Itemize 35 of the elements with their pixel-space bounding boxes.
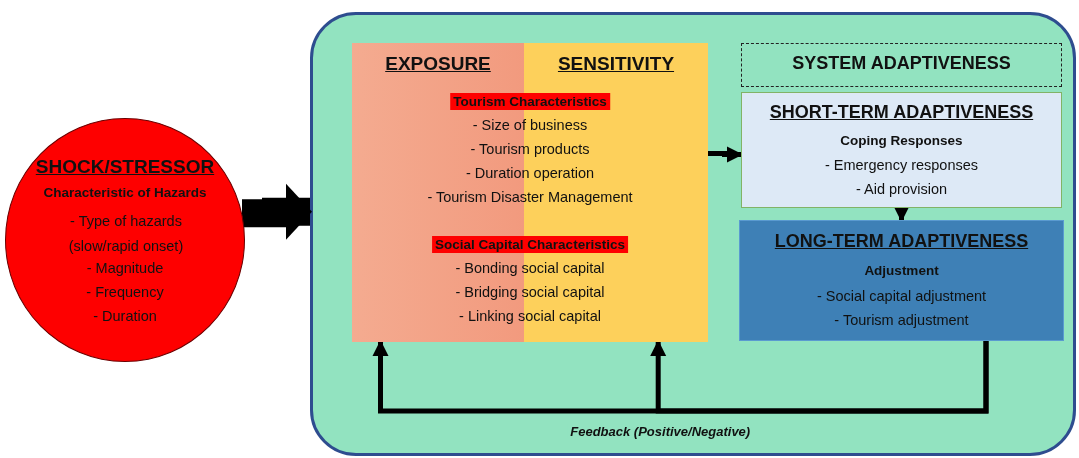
heading: LONG-TERM ADAPTIVENESS	[773, 231, 1030, 252]
heading: EXPOSURE	[384, 53, 492, 75]
heading: SHORT-TERM ADAPTIVENESS	[768, 102, 1035, 123]
subheading: Social Capital Characteristics	[432, 236, 628, 253]
heading-box	[741, 43, 1062, 87]
list-item: - Duration	[92, 308, 158, 324]
list-item: - Bonding social capital	[454, 260, 606, 276]
block-arrow	[242, 183, 312, 240]
list-item: - Tourism adjustment	[833, 312, 970, 328]
arrow	[650, 340, 989, 414]
list-item: - Type of hazards (slow/rapid onset)	[67, 212, 185, 256]
list-item: - Linking social capital	[458, 308, 602, 324]
heading: SHOCK/STRESSOR	[34, 156, 216, 178]
subheading: Adjustment	[863, 263, 940, 278]
subheading: Characteristic of Hazards	[42, 185, 208, 200]
list-item: - Duration operation	[464, 165, 596, 181]
list-item: - Magnitude	[85, 260, 165, 276]
arrow	[708, 146, 743, 163]
list-item: - Bridging social capital	[454, 284, 606, 300]
list-item: - Tourism products	[469, 141, 591, 157]
long-term-box	[739, 220, 1064, 341]
list-item: - Size of business	[471, 117, 589, 133]
list-item: - Social capital adjustment	[815, 288, 988, 304]
list-item: - Frequency	[85, 284, 165, 300]
list-item: - Aid provision	[854, 181, 949, 197]
arrow	[893, 206, 910, 222]
subheading: Tourism Characteristics	[450, 93, 610, 110]
heading: SYSTEM ADAPTIVENESS	[791, 53, 1012, 74]
list-item: - Emergency responses	[823, 157, 980, 173]
system-panel	[310, 12, 1076, 456]
subheading: Coping Responses	[839, 133, 964, 148]
heading: SENSITIVITY	[556, 53, 676, 75]
exposure-sensitivity-box	[352, 43, 708, 342]
list-item: - Tourism Disaster Management	[426, 189, 634, 205]
short-term-box	[741, 92, 1062, 208]
